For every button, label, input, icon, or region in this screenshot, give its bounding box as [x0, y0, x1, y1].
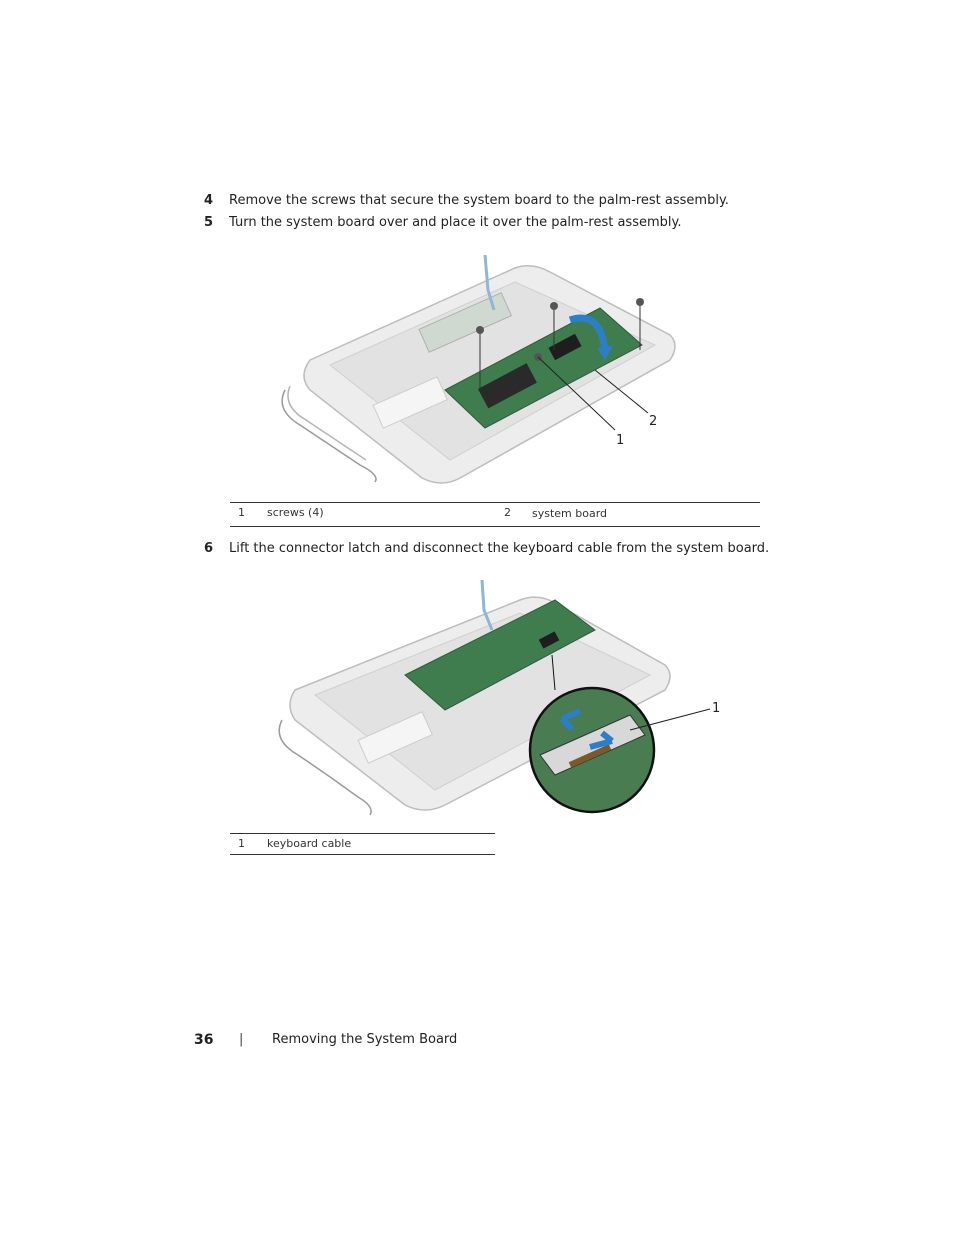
step-text: Turn the system board over and place it … — [229, 215, 682, 230]
page-number: 36 — [194, 1032, 214, 1048]
step-text: Lift the connector latch and disconnect … — [229, 541, 770, 556]
callout-number: 2 — [504, 506, 511, 519]
leader-line — [629, 708, 711, 731]
callout-label: system board — [532, 507, 608, 520]
palm-rest-chassis — [289, 596, 671, 811]
table-rule-bottom — [230, 854, 495, 855]
step-text: Remove the screws that secure the system… — [229, 193, 729, 208]
chapter-title: Removing the System Board — [272, 1032, 458, 1047]
antenna-cables — [281, 254, 496, 483]
callout-marker-1: 1 — [712, 701, 720, 716]
step-number: 5 — [204, 215, 214, 230]
callout-number: 1 — [238, 837, 245, 850]
callout-label: screws (4) — [267, 506, 324, 519]
zoom-inset — [528, 654, 656, 814]
keyboard-cable-figure: 1 — [278, 579, 720, 816]
footer-separator: | — [239, 1032, 244, 1047]
callout-table-1: 1 screws (4) 2 system board — [230, 502, 760, 527]
table-rule-bottom — [230, 526, 760, 527]
flip-arrow — [568, 314, 613, 360]
antenna-cables — [278, 579, 494, 816]
callout-number: 1 — [238, 506, 245, 519]
callout-table-2: 1 keyboard cable — [230, 833, 495, 855]
callout-label: keyboard cable — [267, 837, 352, 850]
system-board-screws-figure: 1 2 — [281, 254, 676, 484]
system-board — [444, 307, 643, 429]
step-number: 6 — [204, 541, 214, 556]
leader-lines — [537, 356, 649, 431]
table-rule-top — [230, 833, 495, 834]
callout-marker-1: 1 — [616, 433, 624, 448]
system-board — [404, 599, 596, 711]
screws — [476, 298, 644, 390]
callout-marker-2: 2 — [649, 414, 657, 429]
step-number: 4 — [204, 193, 214, 208]
table-rule-top — [230, 502, 760, 503]
